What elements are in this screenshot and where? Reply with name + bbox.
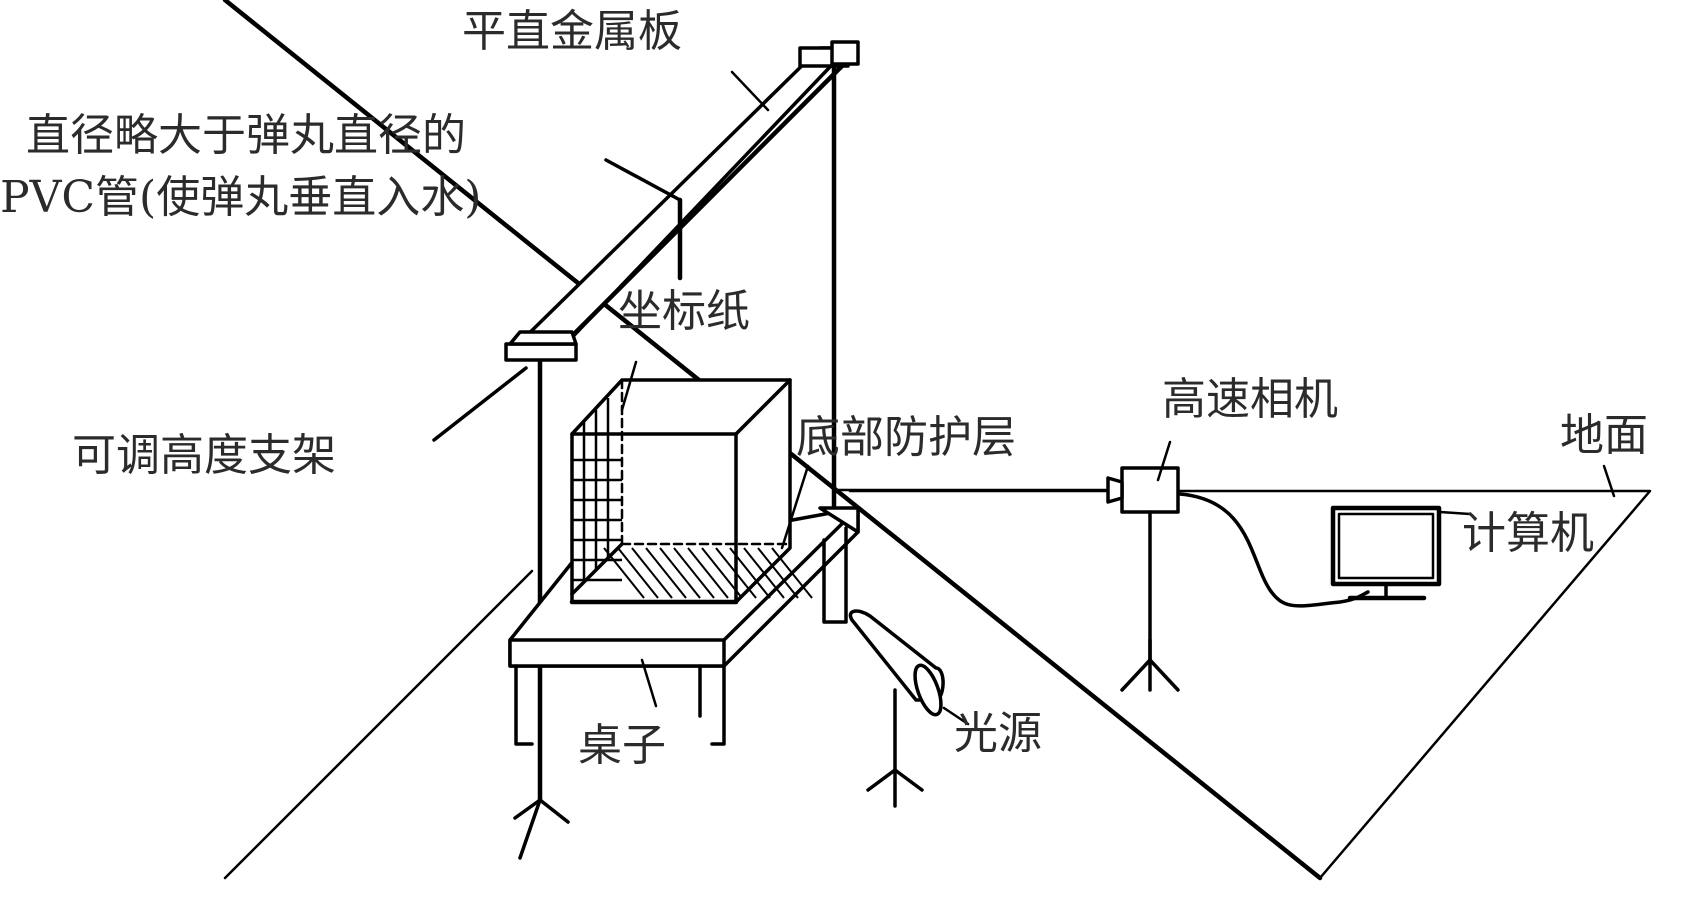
label-coordinate-paper: 坐标纸 [618, 286, 750, 337]
adjustable-stand-left [513, 359, 570, 860]
label-bottom-protection: 底部防护层 [796, 412, 1016, 463]
hatch-line [729, 547, 771, 599]
high-speed-camera [1106, 466, 1180, 692]
label-light-source: 光源 [954, 708, 1042, 759]
hatch-line [701, 547, 743, 599]
hatch-line [645, 547, 687, 599]
bottom-protection-hatch [603, 547, 813, 599]
label-metal-plate: 平直金属板 [462, 6, 682, 57]
hatch-line [687, 547, 729, 599]
hatch-line [603, 547, 645, 599]
label-computer: 计算机 [1462, 508, 1594, 559]
coordinate-paper-grid [572, 398, 622, 582]
label-pvc-pipe-line2: PVC管(使弹丸垂直入水) [0, 172, 481, 223]
label-adjustable-stand: 可调高度支架 [72, 430, 336, 481]
leader-lines [432, 70, 1616, 726]
hatch-line [743, 547, 785, 599]
hatch-line [673, 547, 715, 599]
water-tank [569, 378, 792, 605]
computer-monitor [1330, 505, 1442, 601]
label-table: 桌子 [578, 720, 666, 771]
label-ground: 地面 [1560, 410, 1648, 461]
hatch-line [757, 547, 799, 599]
label-high-speed-camera: 高速相机 [1162, 374, 1338, 425]
light-source [848, 609, 945, 808]
label-pvc-pipe-line1: 直径略大于弹丸直径的 [26, 110, 466, 161]
hatch-line [715, 547, 757, 599]
hatch-line [631, 547, 673, 599]
hatch-line [771, 547, 813, 599]
hatch-line [659, 547, 701, 599]
hatch-line [617, 547, 659, 599]
